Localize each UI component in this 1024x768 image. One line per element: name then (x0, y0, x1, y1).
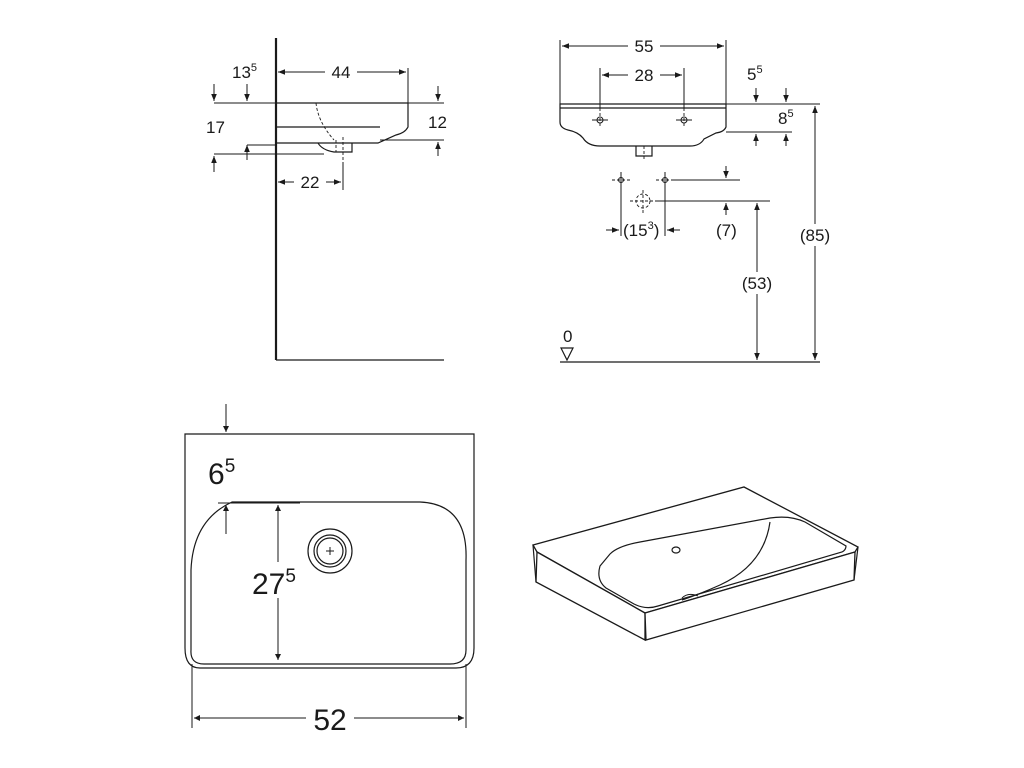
iso-left-edge (532, 544, 537, 583)
waste-connection (630, 190, 656, 214)
basin-front-profile (559, 103, 727, 147)
top-view: 65 275 52 (184, 404, 475, 737)
dim-44-label: 44 (332, 63, 351, 82)
dim-22-label: 22 (301, 173, 320, 192)
isometric-view (532, 486, 859, 642)
side-view: 44 135 17 12 22 (206, 38, 447, 361)
dim-52-bg (306, 700, 354, 734)
front-view: 0 55 28 55 (559, 36, 836, 363)
floor-level-marker (560, 347, 574, 362)
dim-6-label: 65 (208, 456, 235, 491)
dim-12-label: 12 (428, 113, 447, 132)
dim-85-label: (85) (800, 226, 830, 245)
iso-tap-hole (671, 546, 681, 554)
iso-bowl-curve (681, 521, 771, 601)
basin-side-profile (276, 102, 409, 144)
dim-44-bg (325, 62, 357, 82)
dim-85-bg (796, 224, 836, 246)
dim-7-label: (7) (716, 221, 737, 240)
dim-5-label: 55 (747, 64, 763, 84)
tap-hole-right (676, 108, 692, 128)
dim-55-label: 55 (635, 37, 654, 56)
dim-52-label: 52 (313, 704, 346, 737)
bowl-top-outline (190, 501, 467, 665)
dim-53-label: (53) (742, 274, 772, 293)
supply-connection-left (612, 172, 630, 188)
bowl-hidden-line (315, 102, 335, 141)
dim-22-bg (294, 172, 326, 192)
dim-28-bg (628, 65, 660, 85)
dim-17-label: 17 (206, 118, 225, 137)
dim-55-bg (628, 36, 660, 56)
drain-icon (307, 528, 353, 574)
basin-iso-front (535, 550, 646, 642)
iso-drain (681, 593, 699, 599)
tap-hole-left (592, 108, 608, 128)
dim-153-label: (153) (623, 220, 659, 240)
dim-27-bg (250, 562, 306, 598)
iso-right-edge (853, 546, 859, 581)
dim-8-label: 85 (778, 108, 794, 128)
supply-connection-right (656, 172, 674, 188)
basin-top-outline (184, 433, 475, 669)
iso-bowl-outline (598, 516, 847, 609)
dim-27-label: 275 (252, 566, 296, 601)
dim-13-label: 135 (232, 62, 257, 82)
floor-level-label: 0 (563, 327, 572, 346)
dim-28-label: 28 (635, 66, 654, 85)
dim-53-bg (738, 272, 778, 294)
drain-outlet (317, 142, 353, 153)
